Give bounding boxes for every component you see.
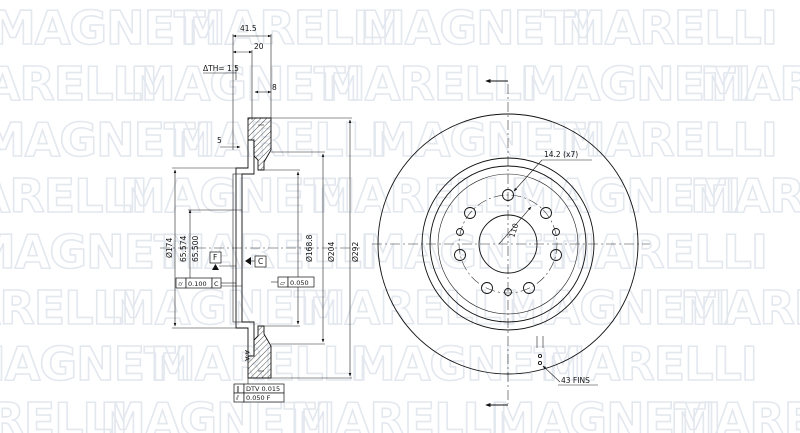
bolt-hole xyxy=(464,207,476,219)
disc-rim-top xyxy=(247,117,272,171)
watermark-row: MAGNETI xyxy=(0,225,201,279)
disc-rim-bottom xyxy=(247,325,272,379)
datum-c-box xyxy=(254,255,267,268)
dim-20-label: 20 xyxy=(254,42,264,51)
watermark-row: MARELLI xyxy=(170,113,387,167)
datum-f-triangle xyxy=(212,264,219,270)
watermark-row: MARELLI xyxy=(300,281,517,335)
dim-65-500-label: 65.500 xyxy=(191,236,200,262)
bolt-holes xyxy=(454,189,562,294)
bolt-hole xyxy=(454,249,466,261)
watermark-row: MAGNETI xyxy=(360,1,591,55)
disc-friction-inner xyxy=(421,157,595,331)
watermark-row: MAGNETI xyxy=(130,57,361,111)
svg-text:⫽: ⫽ xyxy=(235,394,239,402)
datum-c-triangle xyxy=(245,257,251,265)
watermark-row: MARELLI xyxy=(310,169,527,223)
watermark-row: MARELLI xyxy=(180,1,397,55)
watermark-row: MARELLI xyxy=(550,225,767,279)
tolerance-parallel: ⫽ 0.050 F xyxy=(233,392,285,403)
dim-5-label: 5 xyxy=(217,136,222,145)
dim-292-label: Ø292 xyxy=(351,242,360,262)
tolerance-runout: ⌭ 0.100 C xyxy=(175,277,236,289)
watermark-row: MAGNETI xyxy=(0,337,191,391)
centre-bore xyxy=(478,214,538,274)
watermark-row: MAGNETI xyxy=(100,393,331,433)
watermark-row: MARELLI xyxy=(680,281,800,335)
hat-outer xyxy=(429,165,587,323)
fin-mark xyxy=(537,360,543,366)
watermark-row: MARELLI xyxy=(290,393,507,433)
dim-th-label: ΔTH= 1.5 xyxy=(203,64,239,73)
watermark-row: MAGNETI xyxy=(490,393,721,433)
watermark-row: MARELLI xyxy=(320,57,537,111)
watermark-row: MAGNETI xyxy=(110,281,341,335)
hole-spec-leader xyxy=(513,159,543,192)
svg-text:∥: ∥ xyxy=(236,385,239,393)
pcd-leader xyxy=(498,206,532,245)
watermark-row: MARELLI xyxy=(0,393,127,433)
tol-parallel-value: 0.050 F xyxy=(246,394,271,402)
pitch-circle xyxy=(458,194,558,294)
watermark-row: MARELLI xyxy=(560,113,777,167)
tolerance-flatness: ▱ 0.050 xyxy=(271,276,315,288)
bolt-hole xyxy=(550,249,562,261)
fin-mark xyxy=(537,353,543,359)
locating-hole xyxy=(504,288,512,296)
side-section-view: 41.5 20 ΔTH= 1.5 8 5 Ø174 65.574 65.500 … xyxy=(160,24,360,403)
bolt-hole xyxy=(540,207,552,219)
watermark-row: MAGNETI xyxy=(520,57,751,111)
watermark-row: MARELLI xyxy=(700,57,800,111)
fins-leader xyxy=(542,365,561,383)
dim-204-label: Ø204 xyxy=(327,242,336,262)
tol-runout-ref: C xyxy=(214,280,219,288)
dim-41-5-label: 41.5 xyxy=(240,24,257,33)
datum-f-label: F xyxy=(213,253,217,262)
watermark-row: MAGNETI xyxy=(0,1,221,55)
datum-f-box xyxy=(209,251,222,264)
fins-label: 43 FINS xyxy=(561,376,590,385)
watermark-row: MARELLI xyxy=(690,169,800,223)
watermark-row: MARELLI xyxy=(0,169,147,223)
bolt-hole xyxy=(481,282,493,294)
tol-runout-value: 0.100 xyxy=(188,280,207,288)
section-mark: A-A xyxy=(243,350,251,362)
watermark-row: MAGNETI xyxy=(370,113,601,167)
watermark-row: MARELLI xyxy=(0,281,137,335)
datum-c-label: C xyxy=(258,257,263,266)
bolt-hole xyxy=(502,189,514,201)
tol-flat-value: 0.050 xyxy=(290,279,309,287)
watermark-row: MARELLI xyxy=(0,57,157,111)
hat-inner xyxy=(437,173,579,315)
hub-face xyxy=(232,173,243,323)
pcd-label: 110 xyxy=(507,222,520,239)
svg-text:▱: ▱ xyxy=(280,279,285,287)
watermark-row: MAGNETI xyxy=(500,281,731,335)
tol-dtv-value: DTV 0.015 xyxy=(246,385,280,393)
watermark-row: MARELLI xyxy=(540,337,757,391)
dim-65-574-label: 65.574 xyxy=(179,236,188,262)
watermark-row: MARELLI xyxy=(560,1,777,55)
svg-text:⌭: ⌭ xyxy=(178,280,183,288)
dim-174-label: Ø174 xyxy=(165,238,174,258)
hole-spec-label: 14.2 (x7) xyxy=(544,150,578,159)
tolerance-dtv: ∥ DTV 0.015 xyxy=(233,383,285,394)
watermark-row: MARELLI xyxy=(160,225,377,279)
locating-hole xyxy=(552,228,560,236)
front-view: 110 14.2 (x7) 43 FINS xyxy=(372,78,650,408)
disc-outer-edge xyxy=(377,113,639,375)
dim-168-8-label: Ø168.8 xyxy=(305,234,314,262)
dim-8-label: 8 xyxy=(272,83,277,92)
watermark-row: MAGNETI xyxy=(360,225,591,279)
watermark-row: MAGNETI xyxy=(350,337,581,391)
watermark-row: MARELLI xyxy=(670,393,800,433)
watermark-row: MAGNETI xyxy=(0,113,211,167)
bolt-hole xyxy=(523,282,535,294)
